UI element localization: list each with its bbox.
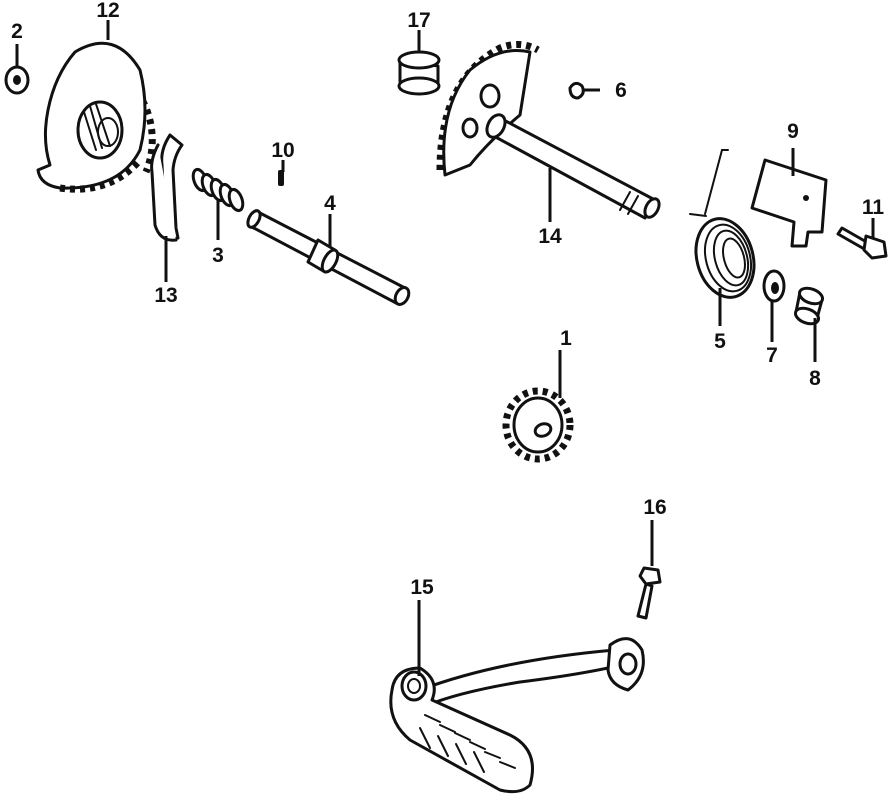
callout-leaders (15, 20, 875, 676)
bushing-part-17 (397, 50, 441, 96)
pin-part-10 (278, 170, 284, 186)
callout-15: 15 (410, 576, 434, 599)
shaft-part-4 (246, 209, 411, 306)
callout-14: 14 (538, 225, 562, 248)
bolt-part-11 (836, 226, 888, 260)
callout-1: 1 (560, 327, 572, 350)
callout-8: 8 (809, 367, 821, 390)
callout-16: 16 (643, 496, 666, 519)
callout-17: 17 (407, 9, 430, 32)
clip-part-6 (568, 81, 585, 100)
callout-11: 11 (862, 196, 885, 219)
kick-lever-part-15 (389, 637, 645, 794)
callout-13: 13 (154, 284, 177, 307)
gear-plate-part-12 (36, 41, 156, 193)
callout-12: 12 (96, 0, 119, 22)
washer-part-7 (762, 269, 786, 303)
callout-10: 10 (271, 139, 294, 162)
callout-7: 7 (766, 344, 778, 367)
washer-part-2 (4, 65, 30, 95)
callout-3: 3 (212, 244, 224, 267)
bolt-part-16 (636, 566, 662, 620)
callout-labels: 2 12 13 3 10 4 17 6 14 9 11 5 7 8 1 16 1… (11, 0, 884, 599)
clip-part-13 (150, 133, 184, 242)
callout-4: 4 (324, 192, 336, 215)
coil-spring-part-3 (191, 167, 245, 213)
torsion-spring-part-5 (689, 149, 756, 299)
callout-2: 2 (11, 20, 23, 43)
callout-9: 9 (787, 120, 799, 143)
bracket-part-9 (750, 158, 828, 248)
callout-5: 5 (714, 330, 726, 353)
small-gear-part-1 (502, 387, 574, 463)
callout-6: 6 (615, 79, 627, 102)
bushing-part-8 (793, 286, 825, 326)
sector-gear-shaft-part-14 (436, 41, 661, 220)
